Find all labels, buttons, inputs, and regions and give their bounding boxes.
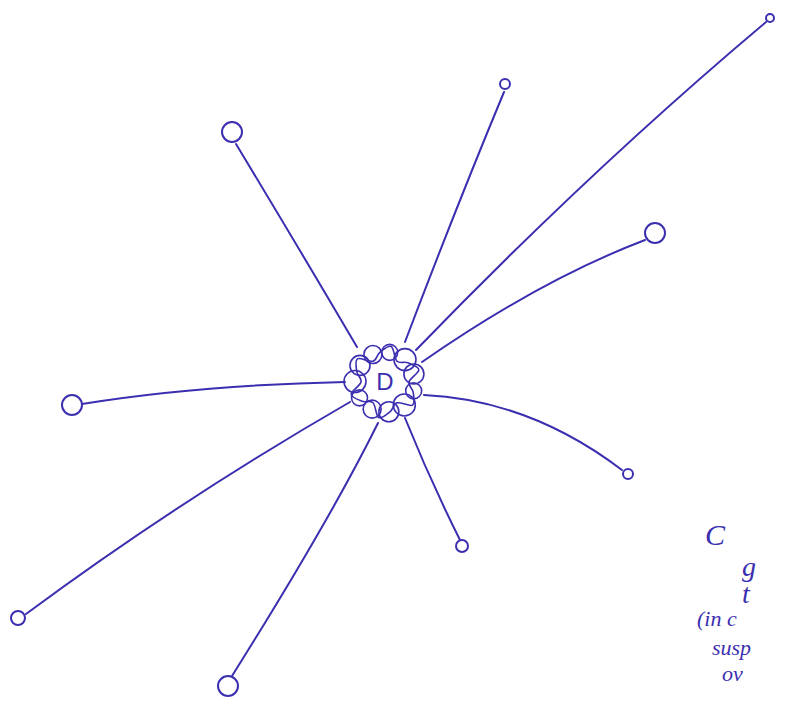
scribble-loop	[394, 349, 416, 371]
ray-line	[26, 402, 350, 614]
node-letter: D	[376, 370, 393, 394]
handwritten-note: (in c	[697, 608, 737, 630]
ray-end-dot	[623, 469, 633, 479]
handwritten-note: ov	[722, 663, 743, 685]
scribble-loop	[404, 364, 424, 384]
handwritten-note: g	[742, 553, 756, 581]
handwritten-note: t	[742, 580, 750, 608]
ray-line	[82, 382, 345, 404]
ray-line	[416, 22, 766, 350]
handwritten-note: C	[705, 520, 725, 550]
ray-end-dot	[456, 540, 468, 552]
ray-line	[232, 423, 378, 676]
ray-end-dot	[766, 14, 774, 22]
scribble-node: D	[344, 341, 426, 423]
ray-line	[424, 395, 622, 470]
ray-line	[405, 418, 460, 540]
handwritten-note: susp	[712, 637, 751, 659]
ray-line	[422, 240, 645, 362]
ray-end-circle	[11, 611, 25, 625]
ray-end-circle	[62, 395, 82, 415]
ray-end-dot	[500, 79, 510, 89]
ray-line	[405, 92, 504, 342]
ray-line	[236, 144, 357, 347]
ray-end-circle	[218, 676, 238, 696]
ray-end-circle	[222, 122, 242, 142]
scribble-ring	[351, 346, 419, 417]
ray-end-circle	[645, 223, 665, 243]
